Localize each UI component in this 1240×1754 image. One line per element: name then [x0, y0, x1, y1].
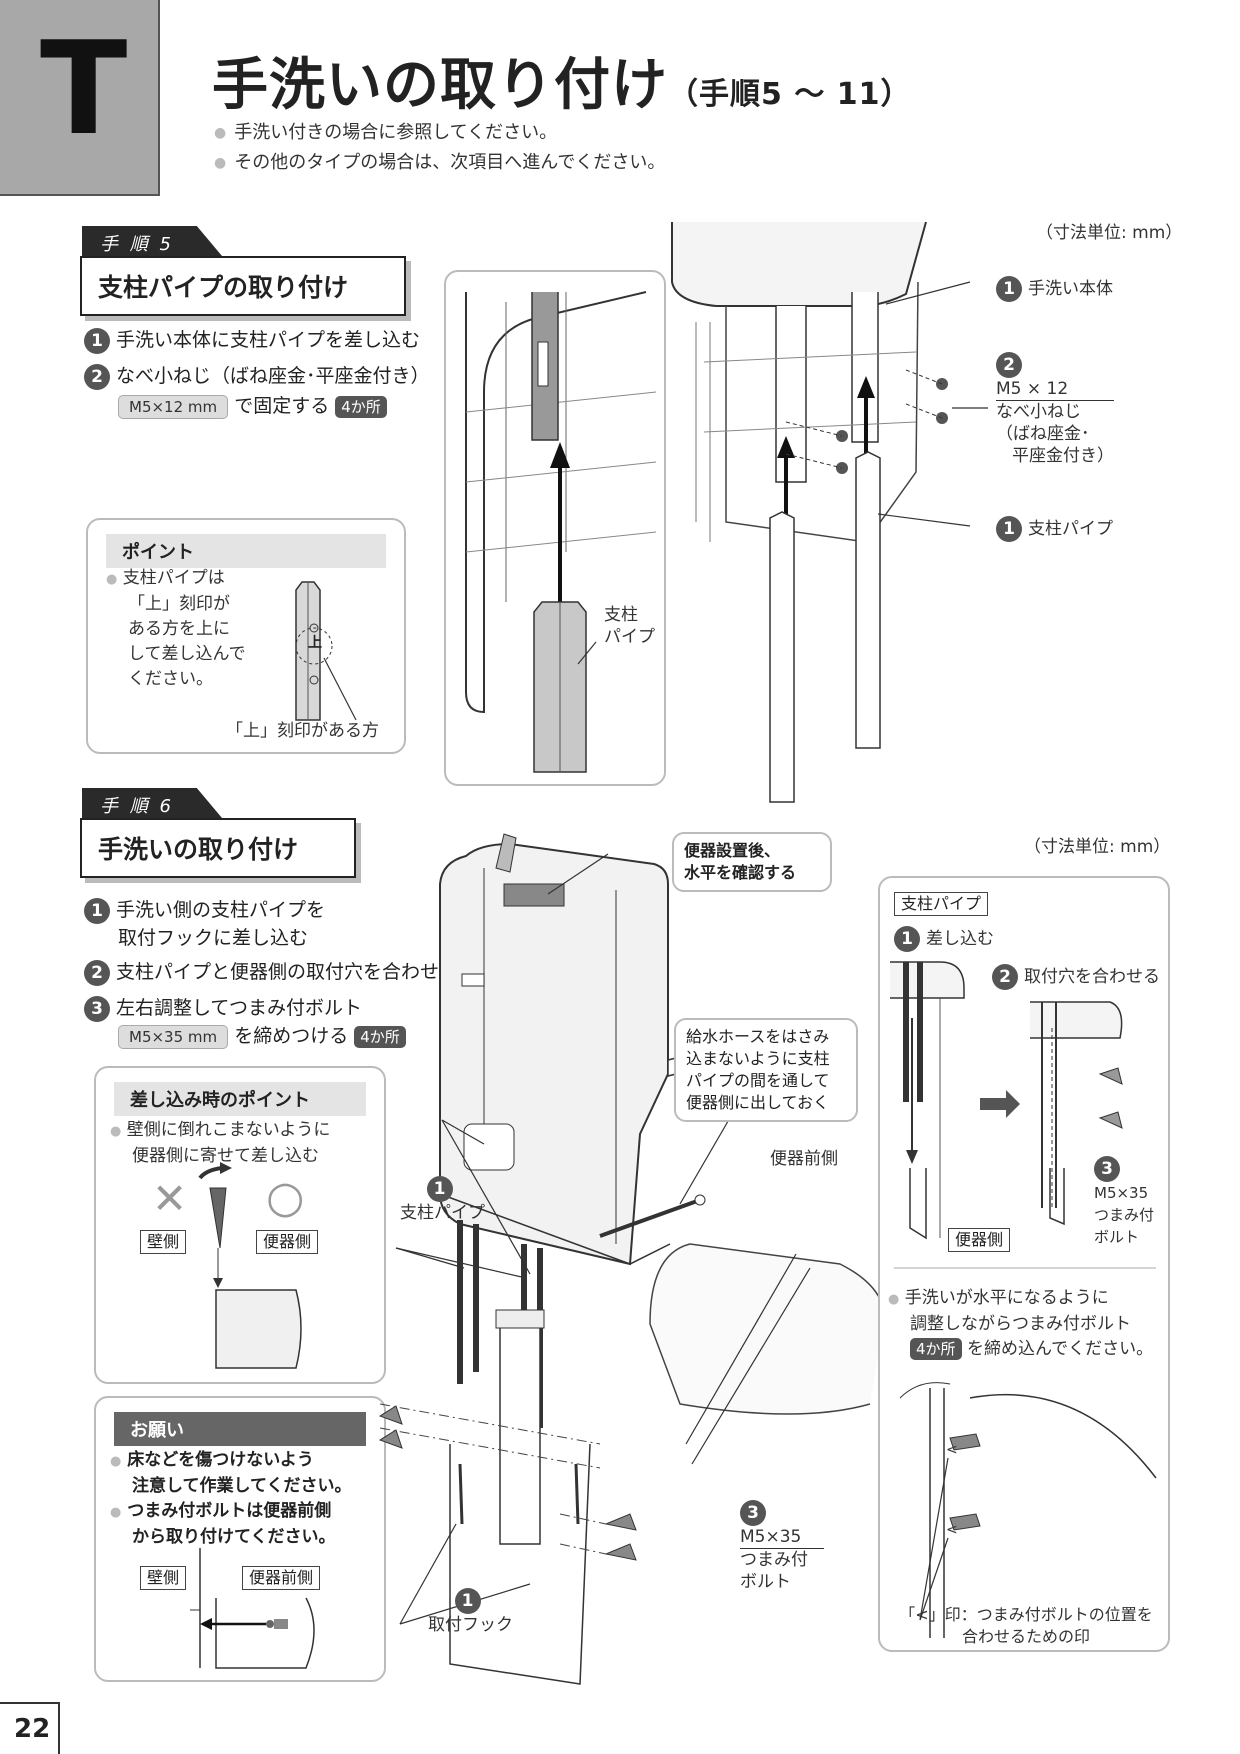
- detail-pipe-box-label: 支柱パイプ: [894, 892, 989, 916]
- up-mark: 上: [308, 635, 322, 651]
- wrong-mark: ✕: [152, 1174, 188, 1223]
- label-screw: 2 M5 × 12 なべ小ねじ （ばね座金･ 平座金付き）: [996, 352, 1114, 467]
- section-letter: T: [40, 15, 128, 164]
- detail-bolt-label: 3 M5×35 つまみ付 ボルト: [1094, 1156, 1154, 1248]
- bolt-spec: M5×35 mm: [118, 1025, 229, 1049]
- callout-level-check: 便器設置後、 水平を確認する: [672, 832, 832, 892]
- request-card: お願い ● 床などを傷つけないよう 注意して作業してください。 ● つまみ付ボル…: [94, 1396, 386, 1682]
- step5-tag: 手 順 5: [82, 226, 222, 256]
- step5-spec-line: M5×12 mm で固定する 4か所: [118, 392, 387, 420]
- detail-adjust-note: ● 手洗いが水平になるように 調整しながらつまみ付ボルト 4か所 を締め込んでく…: [888, 1288, 1154, 1360]
- point-card: ポイント ● 支柱パイプは 「上」刻印が ある方を上に して差し込んで ください…: [86, 518, 406, 754]
- label-knob-bolt: 3 M5×35 つまみ付 ボルト: [740, 1500, 824, 1593]
- svg-text:<: <: [946, 1522, 958, 1538]
- request-front-label: 便器前側: [242, 1566, 321, 1590]
- step5-heading: 支柱パイプの取り付け: [80, 256, 406, 316]
- request-illustration: [190, 1548, 315, 1669]
- request-text: ● 床などを傷つけないよう 注意して作業してください。 ● つまみ付ボルトは便器…: [110, 1450, 352, 1547]
- bowl-side-label: 便器側: [256, 1230, 319, 1254]
- insert-point-card: 差し込み時のポイント ● 壁側に倒れこまないように 便器側に寄せて差し込む ✕ …: [94, 1066, 386, 1384]
- step6-unit-note: （寸法単位: mm）: [1024, 837, 1171, 857]
- page-number: 22: [0, 1702, 60, 1754]
- insert-illustration: [198, 1162, 302, 1369]
- svg-text:<: <: [946, 1442, 958, 1458]
- point-caption: 「上」刻印がある方: [226, 721, 379, 741]
- detail-pipe-label: 支柱 パイプ: [604, 605, 655, 647]
- wall-side-label: 壁側: [140, 1230, 187, 1254]
- point-pipe-illustration: [295, 581, 357, 721]
- detail-illustrations: < <: [890, 961, 1157, 1638]
- screw-spec: M5×12 mm: [118, 395, 229, 419]
- callout-hose: 給水ホースをはさみ 込まないように支柱 パイプの間を通して 便器側に出しておく: [674, 1018, 858, 1122]
- step6-tag: 手 順 6: [82, 788, 222, 818]
- right-mark: ○: [266, 1172, 305, 1223]
- request-wall-label: 壁側: [140, 1566, 187, 1590]
- insert-point-title: 差し込み時のポイント: [114, 1082, 366, 1116]
- bowl-front-label: 便器前側: [770, 1149, 838, 1169]
- section-tab: T: [0, 0, 160, 196]
- label-pipes: 1 支柱パイプ: [400, 1176, 485, 1224]
- step6-main-illustration: [378, 833, 886, 1685]
- point-text: ● 支柱パイプは 「上」刻印が ある方を上に して差し込んで ください。: [106, 568, 246, 689]
- header-bullet-1: 手洗い付きの場合に参照してください。: [214, 118, 557, 144]
- title-step-range: （手順5 ～ 11）: [668, 77, 912, 112]
- step6-spec-line: M5×35 mm を締めつける 4か所: [118, 1022, 406, 1050]
- detail-mark-note: 「<」印：つまみ付ボルトの位置を 合わせるための印: [899, 1605, 1153, 1646]
- step5-unit-note: （寸法単位: mm）: [1036, 223, 1183, 243]
- count-badge: 4か所: [335, 396, 387, 418]
- step5-main-illustration: [671, 221, 988, 803]
- detail-bowl-side-label: 便器側: [948, 1228, 1011, 1252]
- count-badge: 4か所: [910, 1338, 962, 1360]
- step5-detail-panel: 支柱 パイプ: [444, 270, 666, 786]
- count-badge: 4か所: [354, 1026, 406, 1048]
- header-bullet-2: その他のタイプの場合は、次項目へ進んでください。: [214, 148, 665, 174]
- insert-point-text: ● 壁側に倒れこまないように 便器側に寄せて差し込む: [110, 1120, 331, 1166]
- step6-heading: 手洗いの取り付け: [80, 818, 356, 878]
- page-title: 手洗いの取り付け（手順5 ～ 11）: [212, 53, 912, 118]
- request-title: お願い: [114, 1412, 366, 1446]
- point-title: ポイント: [106, 534, 386, 568]
- label-hook: 1 取付フック: [428, 1588, 513, 1636]
